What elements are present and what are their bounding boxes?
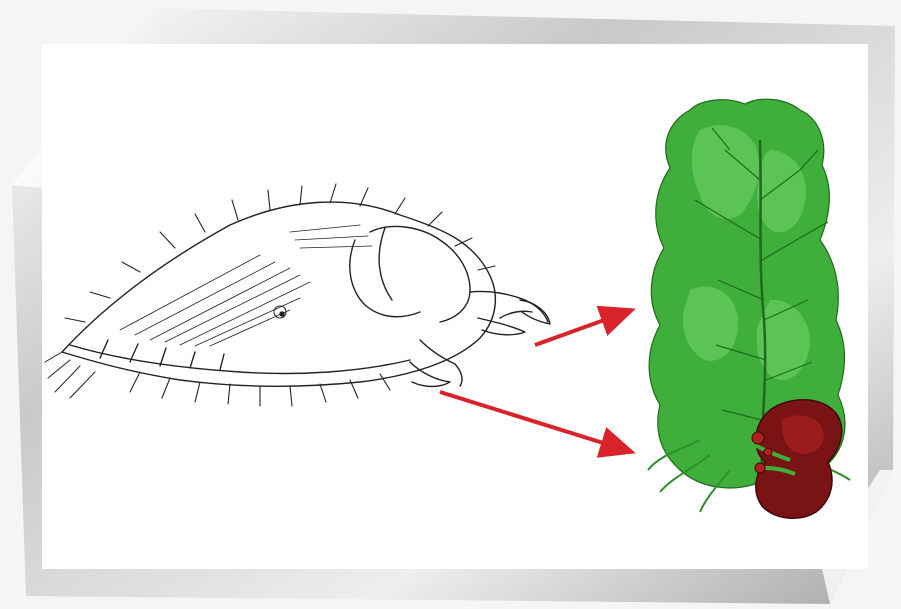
alga-illustration [648, 99, 850, 518]
